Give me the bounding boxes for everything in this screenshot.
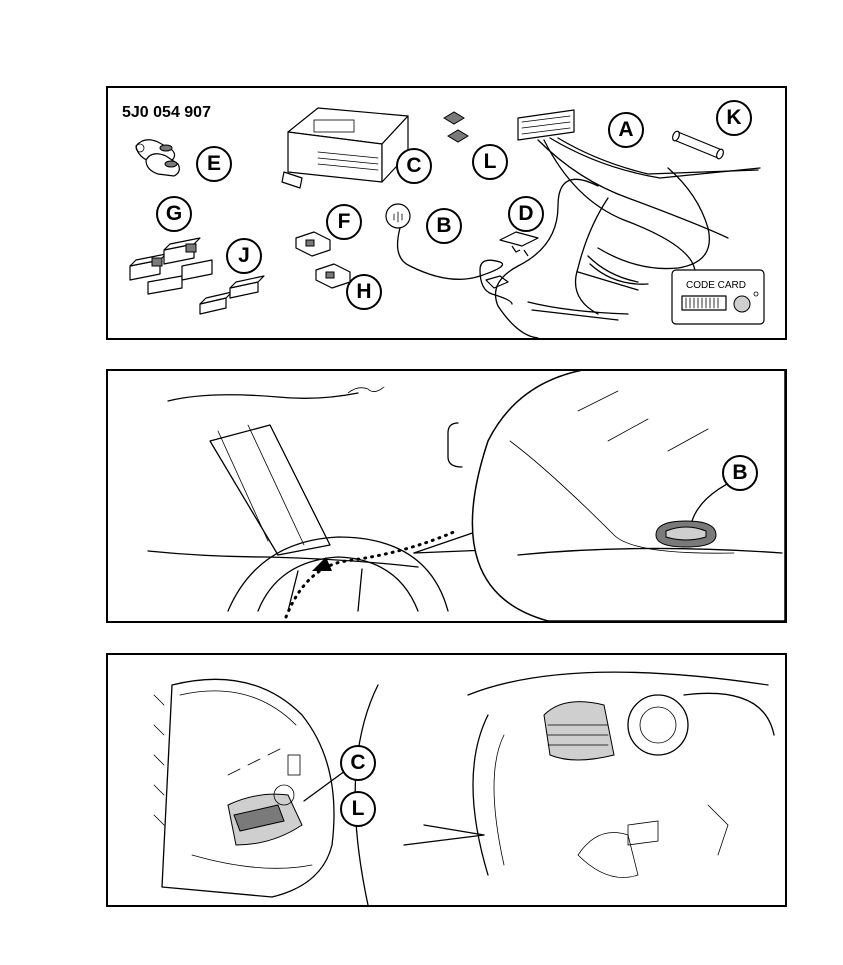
right-dashboard-drawing	[468, 672, 774, 877]
sensor-location-panel: B	[106, 369, 787, 623]
callout-k: K	[716, 100, 752, 136]
callout-f: F	[326, 204, 362, 240]
callout-d: D	[508, 196, 544, 232]
callout-h: H	[346, 274, 382, 310]
code-card-label: CODE CARD	[686, 280, 746, 291]
callout-g: G	[156, 196, 192, 232]
callout-b: B	[426, 208, 462, 244]
callout-a: A	[608, 112, 644, 148]
callout-l: L	[472, 144, 508, 180]
dashboard-interior-drawing	[108, 655, 785, 905]
connector-block-icon	[200, 276, 264, 314]
glass-fuse-icon	[671, 130, 724, 160]
parts-overview-panel: 5J0 054 907 CODE CARD E G J C L F H B D …	[106, 86, 787, 340]
remote-key-icon	[136, 140, 179, 176]
callout-c: C	[396, 148, 432, 184]
fuse-icon	[500, 232, 538, 256]
callout-l-detail: L	[340, 791, 376, 827]
part-number-label: 5J0 054 907	[122, 104, 211, 122]
magnified-view-drawing	[414, 371, 785, 621]
dashboard-sensor-drawing	[108, 371, 785, 621]
adhesive-pad-icon	[444, 112, 468, 142]
plug-connector-icon	[296, 232, 350, 288]
code-card-icon	[672, 270, 764, 324]
callout-j: J	[226, 238, 262, 274]
steering-wheel-drawing	[228, 537, 448, 611]
callout-e: E	[196, 146, 232, 182]
control-unit-icon	[282, 108, 408, 188]
relay-icon	[130, 238, 212, 294]
callout-b-detail: B	[722, 455, 758, 491]
left-detail-drawing	[154, 679, 334, 897]
windshield-pillar-drawing	[148, 387, 462, 567]
control-unit-location-panel: C L	[106, 653, 787, 907]
callout-c-detail: C	[340, 745, 376, 781]
